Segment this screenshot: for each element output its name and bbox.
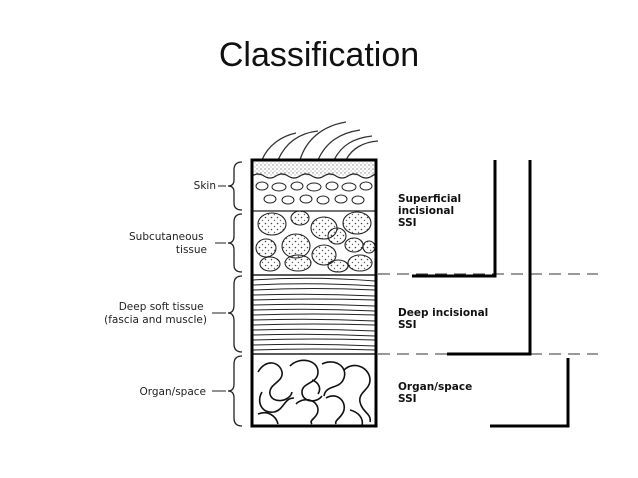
organ-space-ssi-bracket (490, 358, 570, 428)
ssi-brackets (412, 160, 570, 428)
tissue-column-border (250, 158, 378, 428)
ssi-label-superficial: Superficial incisional SSI (398, 193, 465, 229)
layer-label-deep-soft-tissue: Deep soft tissue (fascia and muscle) (104, 301, 207, 326)
deep-soft-tissue-layer (252, 274, 376, 355)
organ-space-layer (252, 355, 376, 427)
deep-ssi-bracket (447, 160, 532, 356)
layer-label-subcutaneous: Subcutaneous tissue (129, 231, 207, 256)
slide-title: Classification (218, 36, 420, 74)
skin-layer (251, 160, 378, 212)
layer-braces (227, 161, 243, 427)
layer-label-skin: Skin (194, 180, 216, 192)
hair-strands (261, 121, 379, 161)
subcutaneous-layer (252, 210, 376, 274)
ssi-label-organ-space: Organ/space SSI (398, 381, 476, 405)
layer-label-organ-space: Organ/space (140, 386, 207, 398)
ssi-label-deep-incisional: Deep incisional SSI (398, 307, 492, 331)
superficial-ssi-bracket (412, 160, 497, 278)
